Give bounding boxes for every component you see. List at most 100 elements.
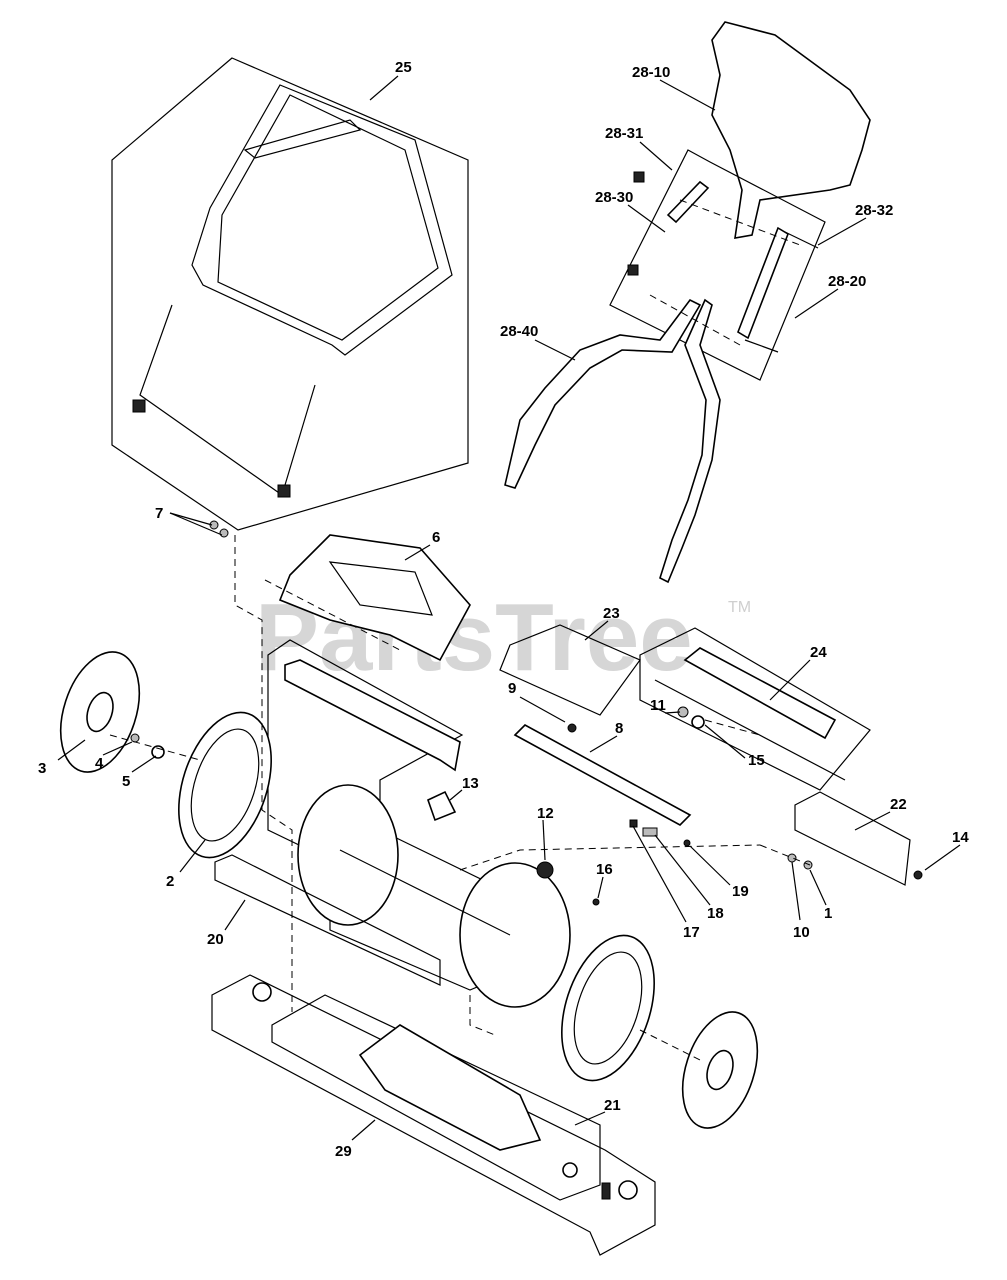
screw-16 [592,898,600,906]
reel [358,1024,542,1151]
spring-18 [642,827,658,837]
part-12 [536,861,554,879]
callout-4: 4 [95,755,104,772]
handle-dash-1 [679,199,801,246]
dash-guard [264,579,401,651]
bed-knife [284,659,461,772]
mower-body-group [59,520,923,1256]
screw-9 [567,723,577,733]
dash-nut [469,995,496,1036]
reel-bearing-left [252,982,272,1002]
gear-box [794,791,911,886]
callout-12: 12 [537,805,554,822]
grass-catcher-bag [217,94,439,341]
dash-15 [704,719,761,736]
callout-11: 11 [650,697,666,714]
axle [339,849,511,936]
handle-knob-1 [633,171,645,183]
leader-lines [57,75,961,1141]
wheel-left [178,711,272,859]
callout-21: 21 [604,1097,621,1114]
lower-handle-left [504,298,702,489]
callout-10: 10 [793,924,810,941]
reel-washer [562,1162,578,1178]
callout-labels: 25 28-10 28-31 28-30 28-32 28-20 28-40 7… [38,59,969,1160]
callout-22: 22 [890,796,907,813]
callout-17: 17 [683,924,700,941]
watermark-trademark: TM [728,599,751,616]
grass-catcher-frame [191,84,453,356]
callout-29: 29 [335,1143,352,1160]
callout-20: 20 [207,931,224,948]
reel-bearing-right [618,1180,638,1200]
callout-15: 15 [748,752,765,769]
dash-axle [459,844,761,871]
washer-4 [130,733,140,743]
bracket-box [499,624,641,716]
hubcap-left-center [86,691,114,733]
handle-bracket-panel [609,149,826,381]
callout-1: 1 [824,905,832,922]
callout-3: 3 [38,760,46,777]
handle-bracket-left [666,180,710,224]
wheel-right-rim [573,951,643,1065]
catcher-clip-left [132,399,146,413]
handle-knob-2 [627,264,639,276]
reel-key [601,1182,611,1200]
callout-19: 19 [732,883,749,900]
callout-7: 7 [155,505,163,522]
handle-bolt-2 [744,339,779,353]
hubcap-right-center [706,1049,734,1091]
roller-box [639,627,871,791]
washer-15 [691,715,705,729]
callout-8: 8 [615,720,623,737]
callout-2: 2 [166,873,174,890]
handle-bolt-1 [784,231,819,249]
washer-1 [803,860,813,870]
reel-inner-box [271,994,601,1201]
screw-14 [913,870,923,880]
rear-guard-opening [328,561,433,616]
callout-16: 16 [596,861,613,878]
side-plate-right [459,862,571,1008]
wheel-left-rim [190,728,260,842]
axle-box [214,854,441,986]
callout-6: 6 [432,529,440,546]
callout-14: 14 [952,829,969,846]
roller-shaft [654,679,846,781]
callout-28-31: 28-31 [605,125,643,142]
grass-catcher-hexagon [111,57,469,531]
callout-18: 18 [707,905,724,922]
catcher-clip-right [277,484,291,498]
callout-28-20: 28-20 [828,273,866,290]
callout-5: 5 [122,773,130,790]
rear-guard [278,534,471,662]
screw-19 [683,839,691,847]
callout-9: 9 [508,680,516,697]
callout-23: 23 [603,605,620,622]
upper-handle [711,21,871,239]
wheel-right [561,934,655,1082]
nut-10 [787,853,797,863]
grass-catcher-handle [243,119,362,159]
screw-7b [219,528,229,538]
lower-handle-right [659,298,721,584]
handle-assembly-group [504,21,871,584]
handle-bracket-right [737,226,789,340]
dash-1 [759,844,811,866]
bracket-13 [427,790,457,822]
dash-left [234,535,293,1012]
callout-28-30: 28-30 [595,189,633,206]
callout-25: 25 [395,59,412,76]
roller [683,647,837,740]
callout-28-40: 28-40 [500,323,538,340]
grass-catcher-stand [139,304,316,496]
callout-24: 24 [810,644,827,661]
callout-28-32: 28-32 [855,202,893,219]
washer-5 [151,745,165,759]
callout-28-10: 28-10 [632,64,670,81]
side-plate-left [297,784,399,926]
callout-13: 13 [462,775,479,792]
handle-dash-2 [649,294,741,346]
